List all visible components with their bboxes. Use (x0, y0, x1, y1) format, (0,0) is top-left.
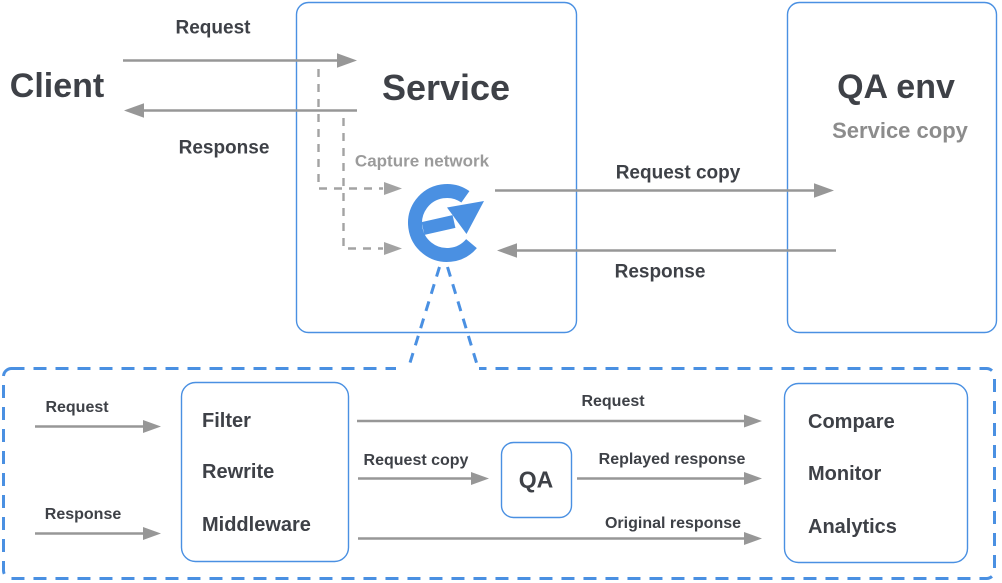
logo-arrow-tail (421, 215, 456, 235)
request-copy-arrow-head (814, 183, 834, 198)
processor-item-filter: Filter (202, 410, 251, 432)
request-arrow-head (337, 53, 357, 68)
request-copy-label: Request copy (615, 162, 741, 184)
detail-request-copy-label: Request copy (363, 452, 469, 469)
replayed-response-label: Replayed response (598, 451, 746, 468)
detail-response-in-arrow-head (143, 527, 161, 540)
capture-network-label: Capture network (354, 151, 490, 171)
qa-small-box-label: QA (518, 466, 554, 493)
response-copy-arrow-head (497, 243, 517, 258)
capture-response-dashed-line (342, 118, 383, 250)
processor-item-rewrite: Rewrite (202, 461, 275, 483)
logo-arrow-head (447, 201, 484, 234)
qa-env-box (786, 1, 998, 334)
processor-item-middleware: Middleware (202, 514, 311, 536)
detail-original-response-arrow-head (744, 532, 762, 545)
logo-ring (408, 184, 477, 262)
analysis-item-analytics: Analytics (808, 516, 897, 538)
analysis-item-compare: Compare (808, 411, 895, 433)
response-copy-label: Response (614, 261, 706, 283)
capture-request-dashed-arrow-head (384, 182, 402, 195)
detail-request-out-label: Request (581, 393, 645, 410)
detail-request-in-arrow-head (143, 420, 161, 433)
detail-request-copy-arrow-head (471, 472, 489, 485)
analysis-item-monitor: Monitor (808, 463, 882, 485)
original-response-label: Original response (604, 515, 742, 532)
capture-response-dashed-arrow-head (384, 242, 402, 255)
processor-box (180, 381, 350, 563)
detail-replayed-response-arrow-head (744, 472, 762, 485)
response-label: Response (178, 137, 270, 159)
circular-replay-arrow-icon (408, 184, 484, 262)
analysis-box (783, 382, 969, 564)
detail-request-out-arrow-head (744, 414, 762, 428)
client-label: Client (9, 67, 105, 105)
qa-env-title: QA env (837, 68, 955, 106)
qa-small-box (500, 441, 573, 519)
service-box-title: Service (381, 67, 511, 108)
detail-request-in-label: Request (45, 399, 109, 416)
qa-env-subtitle: Service copy (832, 118, 968, 143)
detail-panel-border (2, 367, 996, 580)
response-arrow-head (124, 103, 144, 118)
request-label: Request (175, 17, 251, 39)
detail-response-in-label: Response (44, 506, 122, 523)
